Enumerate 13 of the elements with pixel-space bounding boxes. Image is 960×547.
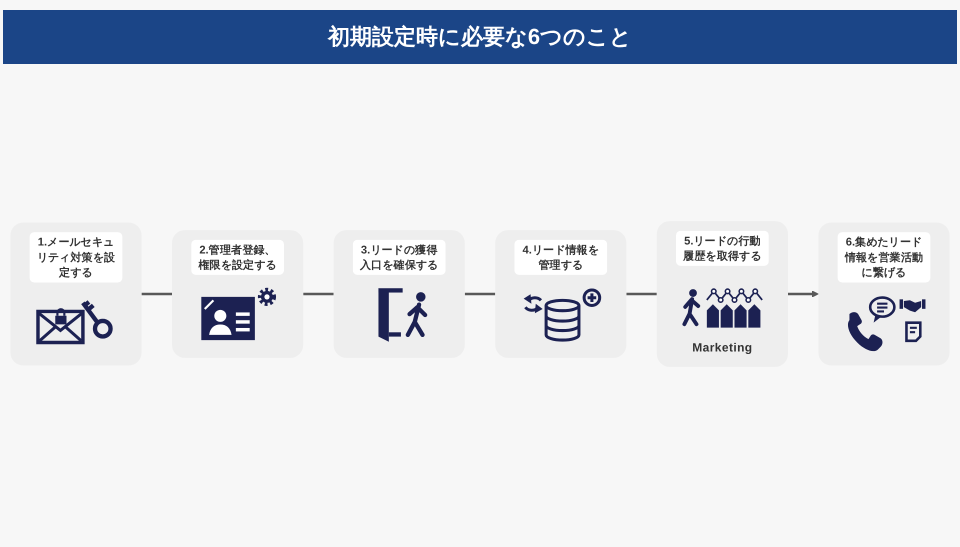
- step-title: 5.リードの行動履歴を取得する: [676, 230, 769, 266]
- connector-line: [303, 292, 334, 296]
- connector-line: [464, 292, 496, 296]
- connector-line: [626, 292, 657, 296]
- connector-line: [142, 292, 172, 296]
- step-title: 1.メールセキュリティ対策を設定する: [30, 232, 122, 282]
- chart-caption: Marketing: [692, 340, 753, 357]
- step-title: 3.リードの獲得入口を確保する: [352, 240, 446, 275]
- arrow: [788, 290, 819, 298]
- step-title: 2.管理者登録、権限を設定する: [191, 240, 284, 275]
- step-title: 6.集めたリード情報を営業活動に繋げる: [838, 232, 930, 282]
- page-title: 初期設定時に必要な6つのこと: [3, 10, 957, 64]
- step-title: 4.リード情報を管理する: [514, 240, 608, 275]
